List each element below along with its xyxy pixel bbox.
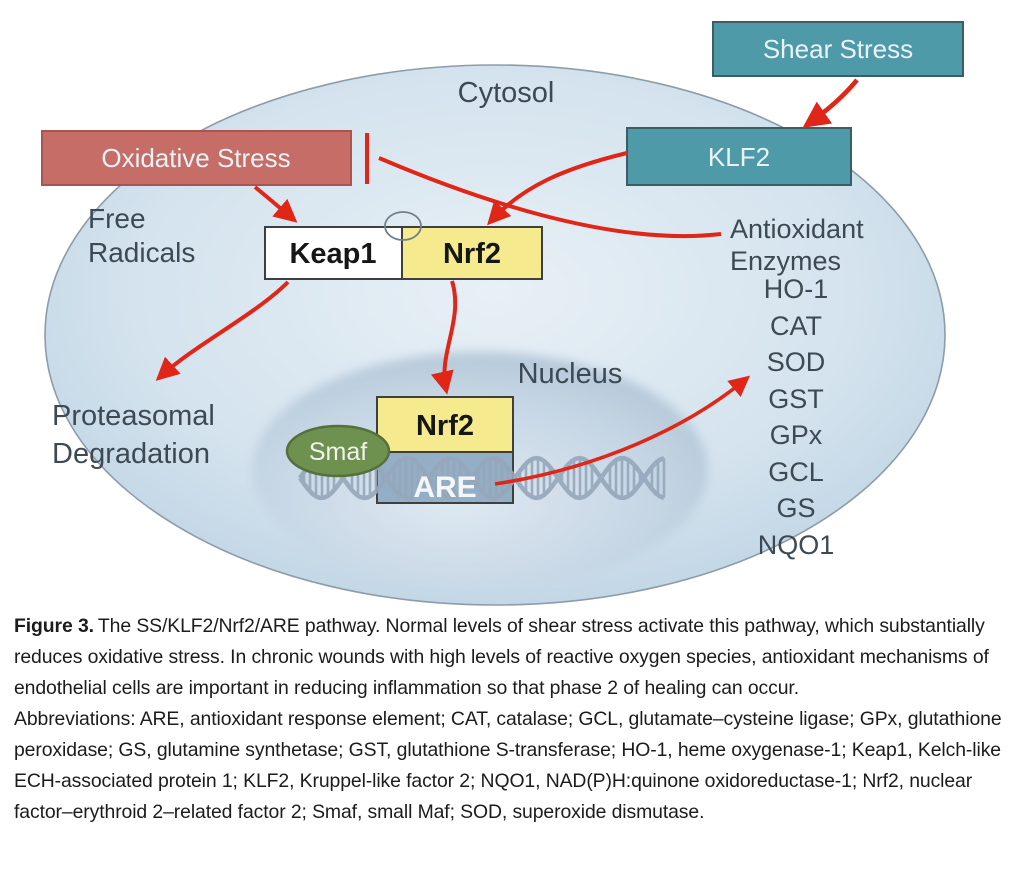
- shear-stress-box: Shear Stress: [712, 21, 964, 77]
- enzyme-ho1: HO-1: [764, 274, 829, 304]
- antioxidant-line2: Enzymes: [730, 246, 841, 276]
- caption-paragraph: Figure 3.The SS/KLF2/Nrf2/ARE pathway. N…: [14, 611, 1012, 704]
- nucleus-label: Nucleus: [518, 358, 623, 390]
- smaf-label: Smaf: [309, 438, 367, 466]
- arrow-are-to-enzymes: [494, 375, 751, 486]
- enzyme-nqo1: NQO1: [758, 530, 835, 560]
- binding-site-circle: [384, 211, 422, 241]
- figure-number-label: Figure 3.: [14, 615, 94, 637]
- enzyme-list: HO-1 CAT SOD GST GPx GCL GS NQO1: [758, 274, 835, 560]
- nrf2-cytosol-label: Nrf2: [443, 238, 501, 270]
- antioxidant-enzymes-label: Antioxidant Enzymes: [730, 214, 864, 276]
- keap1-box: Keap1: [264, 226, 403, 280]
- free-radicals-label: Free Radicals: [88, 203, 195, 268]
- free-radicals-line1: Free: [88, 203, 146, 234]
- cytosol-label: Cytosol: [458, 77, 555, 109]
- enzyme-gpx: GPx: [770, 420, 823, 450]
- enzyme-cat: CAT: [770, 311, 822, 341]
- enzyme-gs: GS: [776, 493, 815, 523]
- free-radicals-line2: Radicals: [88, 237, 195, 268]
- arrow-keap1-to-degradation: [155, 280, 290, 381]
- shear-stress-label: Shear Stress: [763, 34, 913, 64]
- proteasomal-line1: Proteasomal: [52, 400, 215, 432]
- abbreviations-paragraph: Abbreviations: ARE, antioxidant response…: [14, 708, 1002, 824]
- nrf2-nucleus-label: Nrf2: [416, 410, 474, 442]
- arrow-klf2-to-nrf2: [487, 151, 628, 226]
- nrf2-nucleus-box: Nrf2: [376, 396, 514, 453]
- pathway-arrows: [155, 78, 859, 486]
- arrow-nrf2-to-nucleus: [430, 280, 458, 395]
- enzyme-sod: SOD: [767, 347, 826, 377]
- proteasomal-degradation-label: Proteasomal Degradation: [52, 400, 215, 470]
- antioxidant-line1: Antioxidant: [730, 214, 864, 244]
- enzyme-gcl: GCL: [768, 457, 824, 487]
- klf2-box: KLF2: [626, 127, 852, 186]
- are-label: ARE: [413, 471, 476, 504]
- oxidative-stress-label: Oxidative Stress: [101, 143, 290, 173]
- smaf-ellipse: Smaf: [285, 424, 391, 478]
- arrow-shear-to-klf2: [802, 78, 859, 128]
- keap1-label: Keap1: [289, 238, 376, 270]
- enzyme-gst: GST: [768, 384, 824, 414]
- oxidative-stress-box: Oxidative Stress: [41, 130, 352, 186]
- figure-caption: Figure 3.The SS/KLF2/Nrf2/ARE pathway. N…: [14, 611, 1012, 828]
- proteasomal-line2: Degradation: [52, 438, 210, 470]
- nrf2-cytosol-box: Nrf2: [401, 226, 543, 280]
- caption-text: The SS/KLF2/Nrf2/ARE pathway. Normal lev…: [14, 615, 989, 700]
- klf2-label: KLF2: [708, 142, 770, 172]
- pathway-diagram: Cytosol Nucleus Shear Stress KLF2 Oxidat…: [41, 21, 964, 606]
- line-enzymes-inhibit-oxstress: [378, 156, 722, 239]
- arrow-oxstress-to-keap1: [253, 185, 298, 223]
